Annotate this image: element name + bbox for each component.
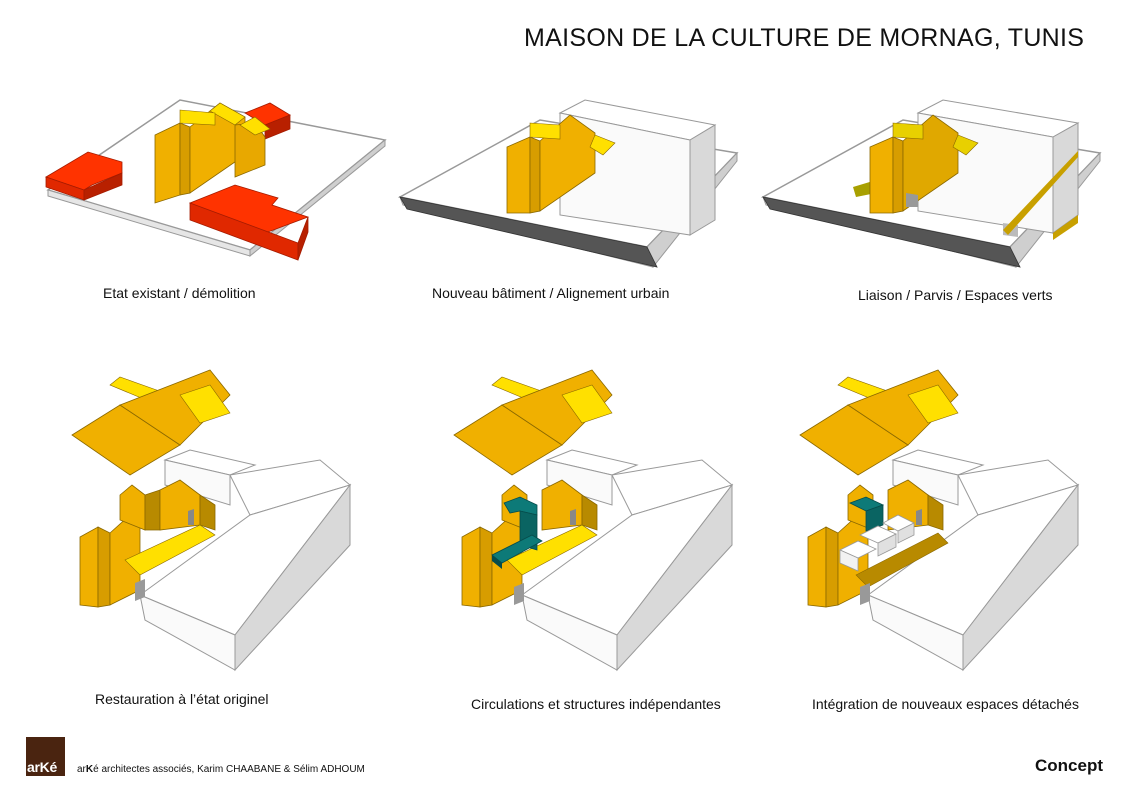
diagram-circulations (452, 365, 742, 675)
credits-bold: K (85, 764, 94, 775)
caption-restoration: Restauration à l’état originel (95, 691, 269, 707)
caption-circulations: Circulations et structures indépendantes (471, 696, 721, 712)
diagram-restoration (70, 365, 360, 675)
diagram-detached-spaces (798, 365, 1088, 675)
page-title: MAISON DE LA CULTURE DE MORNAG, TUNIS (524, 24, 1085, 52)
caption-existing-demolition: Etat existant / démolition (103, 285, 256, 301)
section-label: Concept (1035, 756, 1103, 775)
diagram-new-building (395, 95, 740, 280)
caption-detached-spaces: Intégration de nouveaux espaces détachés (812, 696, 1079, 712)
firm-credits: arKé architectes associés, Karim CHAABAN… (77, 764, 365, 775)
diagram-link-forecourt (758, 95, 1103, 280)
logo-text: arKé (27, 759, 57, 775)
credits-rest: é architectes associés, Karim CHAABANE &… (93, 764, 365, 775)
credits-prefix: ar (77, 764, 86, 775)
caption-link-forecourt: Liaison / Parvis / Espaces verts (858, 287, 1053, 303)
caption-new-building: Nouveau bâtiment / Alignement urbain (432, 285, 670, 301)
arke-logo: arKé (26, 737, 65, 776)
diagram-existing-demolition (40, 95, 390, 270)
